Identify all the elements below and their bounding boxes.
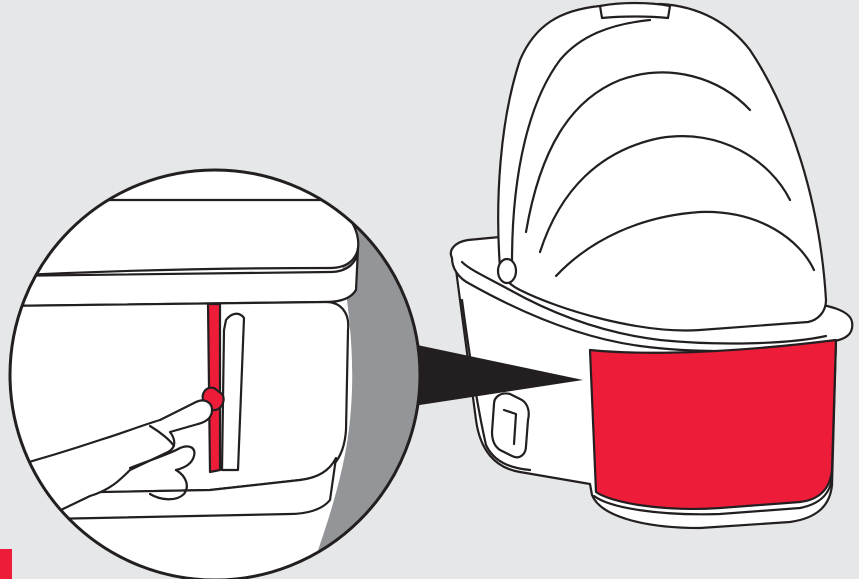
hood-hinge-knob	[498, 259, 516, 283]
side-fabric-panel-highlight	[590, 340, 836, 509]
detail-rim	[0, 200, 358, 276]
side-latch	[492, 393, 529, 457]
corner-color-marker	[0, 549, 12, 579]
zip-detail-magnifier	[0, 170, 430, 579]
hood-handle	[600, 3, 670, 18]
carrycot-hood	[498, 4, 826, 330]
carrycot-main-view	[451, 3, 852, 528]
